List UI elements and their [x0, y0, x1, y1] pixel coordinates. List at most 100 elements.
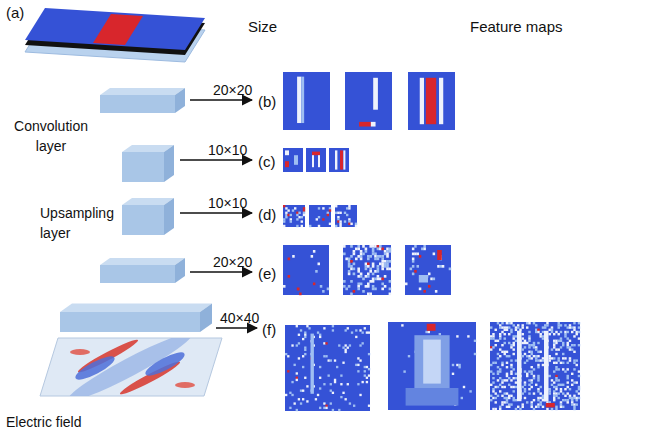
map-pixel [302, 338, 304, 340]
map-pixel [524, 340, 526, 342]
map-pixel [564, 335, 566, 337]
map-pixel [513, 399, 515, 401]
map-pixel [283, 218, 285, 220]
map-feature [373, 78, 378, 110]
map-ground [306, 148, 326, 172]
map-pixel [304, 353, 306, 355]
map-pixel [515, 329, 517, 331]
map-feature [414, 335, 449, 388]
map-pixel [389, 268, 392, 271]
map-pixel [291, 344, 293, 346]
map-pixel [374, 253, 377, 256]
map-pixel [573, 344, 575, 346]
map-pixel [495, 408, 497, 410]
map-pixel [576, 403, 578, 405]
map-pixel [562, 368, 564, 370]
map-pixel [531, 351, 533, 353]
map-pixel [506, 329, 508, 331]
map-pixel [531, 386, 533, 388]
map-pixel [474, 340, 476, 342]
map-pixel [526, 326, 528, 328]
map-pixel [379, 278, 382, 281]
map-pixel [513, 368, 515, 370]
map-pixel [428, 331, 430, 333]
map-pixel [367, 285, 370, 288]
map-pixel [531, 403, 533, 405]
map-pixel [367, 265, 370, 268]
map-pixel [379, 248, 382, 251]
map-feature [335, 150, 337, 169]
map-pixel [343, 245, 346, 248]
map-pixel [372, 250, 375, 253]
map-pixel [412, 248, 415, 251]
map-pixel [372, 248, 375, 251]
map-pixel [551, 348, 553, 350]
map-pixel [342, 392, 344, 394]
map-pixel [304, 347, 306, 349]
map-pixel [322, 218, 324, 220]
map-pixel [315, 270, 318, 273]
map-pixel [508, 355, 510, 357]
map-pixel [296, 379, 298, 381]
map-feature [343, 150, 345, 169]
map-pixel [300, 402, 302, 404]
map-pixel [522, 355, 524, 357]
arrow [190, 271, 252, 273]
map-pixel [555, 353, 557, 355]
map-pixel [513, 390, 515, 392]
map-pixel [573, 322, 575, 324]
map-pixel [467, 335, 469, 337]
map-pixel [287, 214, 289, 216]
map-pixel [334, 379, 336, 381]
map-feature [312, 152, 320, 156]
map-pixel [555, 342, 557, 344]
map-pixel [573, 351, 575, 353]
map-pixel [573, 397, 575, 399]
map-pixel [567, 375, 569, 377]
map-pixel [564, 388, 566, 390]
map-pixel [461, 397, 463, 399]
map-pixel [298, 334, 300, 336]
size-label: 10×10 [208, 140, 247, 160]
map-pixel [558, 326, 560, 328]
map-pixel [515, 335, 517, 337]
cuboid-front [100, 95, 175, 113]
map-pixel [515, 408, 517, 410]
map-pixel [560, 390, 562, 392]
map-pixel [357, 288, 360, 291]
map-pixel [528, 355, 530, 357]
map-pixel [540, 392, 542, 394]
map-pixel [537, 351, 539, 353]
map-pixel [551, 331, 553, 333]
map-pixel [345, 329, 347, 331]
map-pixel [528, 384, 530, 386]
map-pixel [558, 333, 560, 335]
map-ground [285, 325, 370, 411]
map-pixel [535, 384, 537, 386]
map-feature [311, 334, 314, 394]
map-pixel [549, 329, 551, 331]
map-pixel [495, 386, 497, 388]
map-pixel [515, 377, 517, 379]
map-pixel [524, 384, 526, 386]
map-pixel [298, 212, 300, 214]
feature-map [285, 325, 370, 411]
map-pixel [546, 408, 548, 410]
map-pixel [338, 344, 340, 346]
map-pixel [345, 258, 348, 261]
map-pixel [344, 212, 346, 214]
map-pixel [562, 399, 564, 401]
map-pixel [313, 250, 316, 253]
map-pixel [350, 260, 353, 263]
map-pixel [367, 273, 370, 276]
cuboid-front [122, 152, 164, 182]
map-pixel [369, 268, 372, 271]
map-pixel [542, 357, 544, 359]
map-pixel [287, 370, 289, 372]
map-pixel [506, 379, 508, 381]
map-pixel [306, 400, 308, 402]
map-pixel [490, 384, 492, 386]
map-pixel [318, 207, 320, 209]
